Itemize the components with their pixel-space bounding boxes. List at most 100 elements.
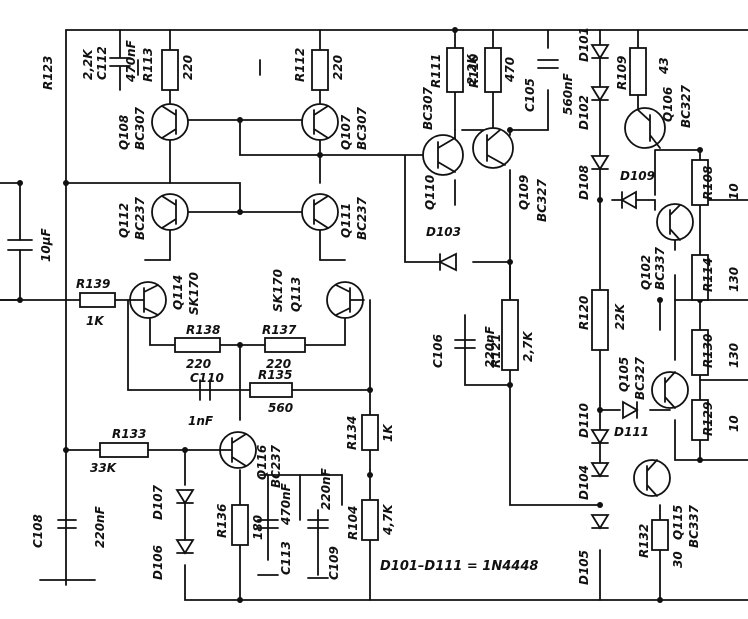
label-q102-type: BC337 — [653, 246, 667, 290]
r139-body — [79, 292, 116, 308]
label-q102: Q102 — [639, 255, 653, 290]
label-q112: Q112 — [117, 203, 131, 238]
r137-body — [264, 337, 306, 353]
q113-symbol — [326, 281, 365, 319]
q102-symbol — [656, 203, 694, 241]
label-d108: D108 — [577, 165, 591, 200]
r133-body — [99, 442, 149, 458]
d110-body — [590, 429, 610, 445]
r132-body — [651, 519, 669, 551]
label-c112: C112 — [95, 46, 109, 80]
d104-body — [590, 462, 610, 478]
q106-symbol — [624, 107, 666, 149]
q109-symbol — [472, 127, 514, 169]
label-q115-type: BC337 — [687, 504, 701, 548]
label-d111: D111 — [614, 425, 649, 439]
label-r113: R113 — [141, 48, 155, 82]
label-c109-val: 220nF — [319, 467, 333, 510]
d105-body — [590, 514, 610, 530]
label-r112-val: 220 — [331, 55, 345, 80]
label-q115: Q115 — [671, 505, 685, 540]
r134-body — [361, 414, 379, 451]
label-q111: Q111 — [339, 203, 353, 238]
r114-body — [691, 254, 709, 301]
label-q113-type: SK170 — [271, 269, 285, 312]
q105-symbol — [651, 371, 689, 409]
label-r109-val: 43 — [657, 57, 671, 75]
label-r113-val: 220 — [181, 55, 195, 80]
label-r110-val: 470 — [503, 57, 517, 83]
label-d104: D104 — [577, 465, 591, 500]
label-r136: R136 — [215, 504, 229, 538]
label-r133: R133 — [112, 427, 146, 441]
label-q114-type: SK170 — [187, 272, 201, 315]
label-c106-val: 220nF — [483, 325, 497, 368]
r130-body — [691, 329, 709, 376]
label-r136-val: 180 — [251, 515, 265, 540]
label-r137: R137 — [262, 323, 297, 337]
label-d102: D102 — [577, 95, 591, 130]
r112-body — [311, 49, 329, 91]
q112-symbol — [151, 193, 189, 231]
label-q109-type: BC327 — [535, 178, 549, 222]
q107-symbol — [301, 103, 339, 141]
label-q107: Q107 — [339, 114, 353, 150]
label-r135: R135 — [258, 368, 292, 382]
label-r111-val: 2,2K — [465, 53, 479, 85]
label-c105: C105 — [523, 78, 537, 112]
label-q114: Q114 — [171, 275, 185, 310]
label-c108-val: 220nF — [93, 505, 107, 548]
q108-symbol — [151, 103, 189, 141]
label-r104-val: 4,7K — [381, 503, 395, 536]
label-q105: Q105 — [617, 357, 631, 392]
label-r112: R112 — [293, 48, 307, 82]
label-c106: C106 — [431, 334, 445, 368]
label-d110: D110 — [577, 403, 591, 438]
label-d101: D101 — [577, 27, 591, 62]
label-r134: R134 — [345, 416, 359, 450]
q110-symbol — [422, 134, 464, 176]
label-r129: R129 — [701, 402, 715, 436]
d109-body — [620, 190, 637, 210]
label-r139-val: 1K — [86, 314, 105, 328]
d102-body — [590, 86, 610, 102]
capacitors — [7, 29, 559, 579]
label-d103: D103 — [426, 225, 461, 239]
label-c112b: 470nF — [124, 39, 138, 83]
label-r108: R108 — [701, 166, 715, 200]
labels: R123 2,2K C112 470nF R113 220 R112 220 Q… — [31, 27, 741, 585]
r136-body — [231, 504, 249, 546]
label-r111: R111 — [429, 54, 443, 88]
d103-body — [437, 252, 457, 272]
label-q113: Q113 — [289, 277, 303, 312]
label-r108-val: 10 — [727, 183, 741, 200]
r113-body — [161, 49, 179, 91]
label-r130: R130 — [701, 334, 715, 368]
r104-body — [361, 499, 379, 541]
transistors — [129, 103, 694, 497]
label-r121-val: 2,7K — [521, 330, 535, 362]
r120-body — [591, 289, 609, 351]
label-r139: R139 — [76, 277, 110, 291]
d107-body — [175, 489, 195, 505]
d108-body — [590, 155, 610, 171]
label-r114-val: 130 — [727, 267, 741, 292]
label-r110: R110 — [467, 54, 481, 88]
diodes — [175, 44, 639, 555]
label-c110: C110 — [190, 371, 224, 385]
q115-symbol — [633, 459, 671, 497]
d106-body — [175, 539, 195, 555]
r110-body — [484, 47, 502, 93]
diode-type-note: D101–D111 = 1N4448 — [380, 559, 538, 574]
label-q108-type: BC307 — [133, 106, 147, 150]
label-d109: D109 — [620, 169, 655, 183]
resistors — [79, 47, 709, 551]
label-r133-val: 33K — [90, 461, 118, 475]
r108-body — [691, 159, 709, 206]
label-r123: R123 — [41, 56, 55, 90]
r121-body — [501, 299, 519, 371]
label-q109: Q109 — [517, 175, 531, 210]
label-c109: C109 — [327, 546, 341, 580]
label-q116-type: BC237 — [269, 444, 283, 488]
